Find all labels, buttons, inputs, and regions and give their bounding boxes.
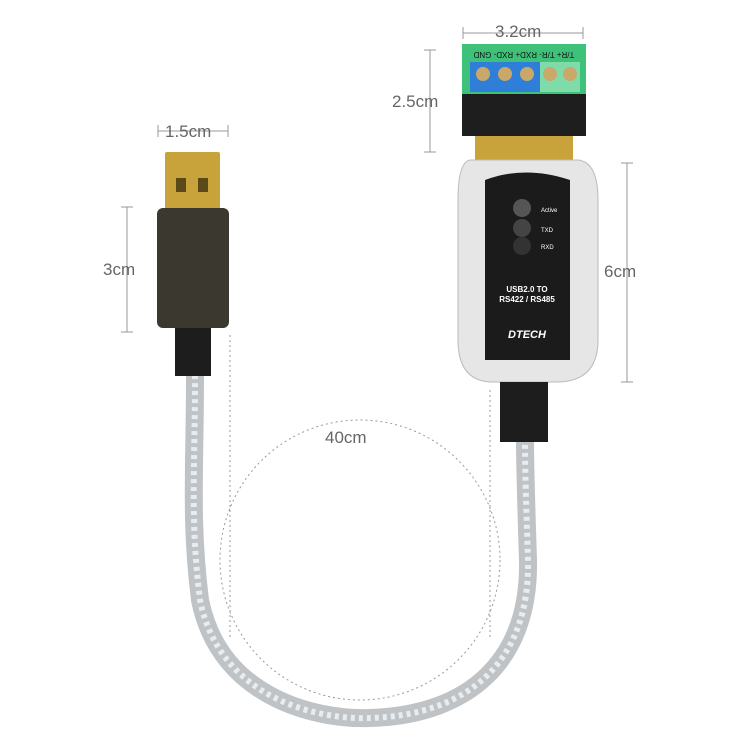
model-line-1: USB2.0 TO [506, 285, 547, 294]
model-line-2: RS422 / RS485 [499, 295, 555, 304]
dim-usb-width: 1.5cm [165, 122, 212, 141]
brand-logo: DTECH [508, 329, 547, 341]
cable [184, 374, 538, 728]
dim-connector-width: 3.2cm [495, 22, 542, 41]
led-label-active: Active [541, 208, 558, 214]
dimension-lines [121, 27, 633, 701]
dim-usb-length: 3cm [103, 260, 136, 279]
usb-plug [157, 152, 229, 376]
led-label-txd: TXD [541, 228, 554, 234]
dim-connector-height: 2.5cm [392, 92, 439, 111]
dim-body-length: 6cm [604, 262, 637, 281]
terminal-labels: T/R+ T/R- RXD+ RXD- GND [473, 50, 574, 59]
led-label-rxd: RXD [541, 245, 554, 251]
dim-cable-length: 40cm [325, 428, 367, 447]
converter-body [457, 159, 599, 442]
terminal-block [462, 44, 586, 162]
